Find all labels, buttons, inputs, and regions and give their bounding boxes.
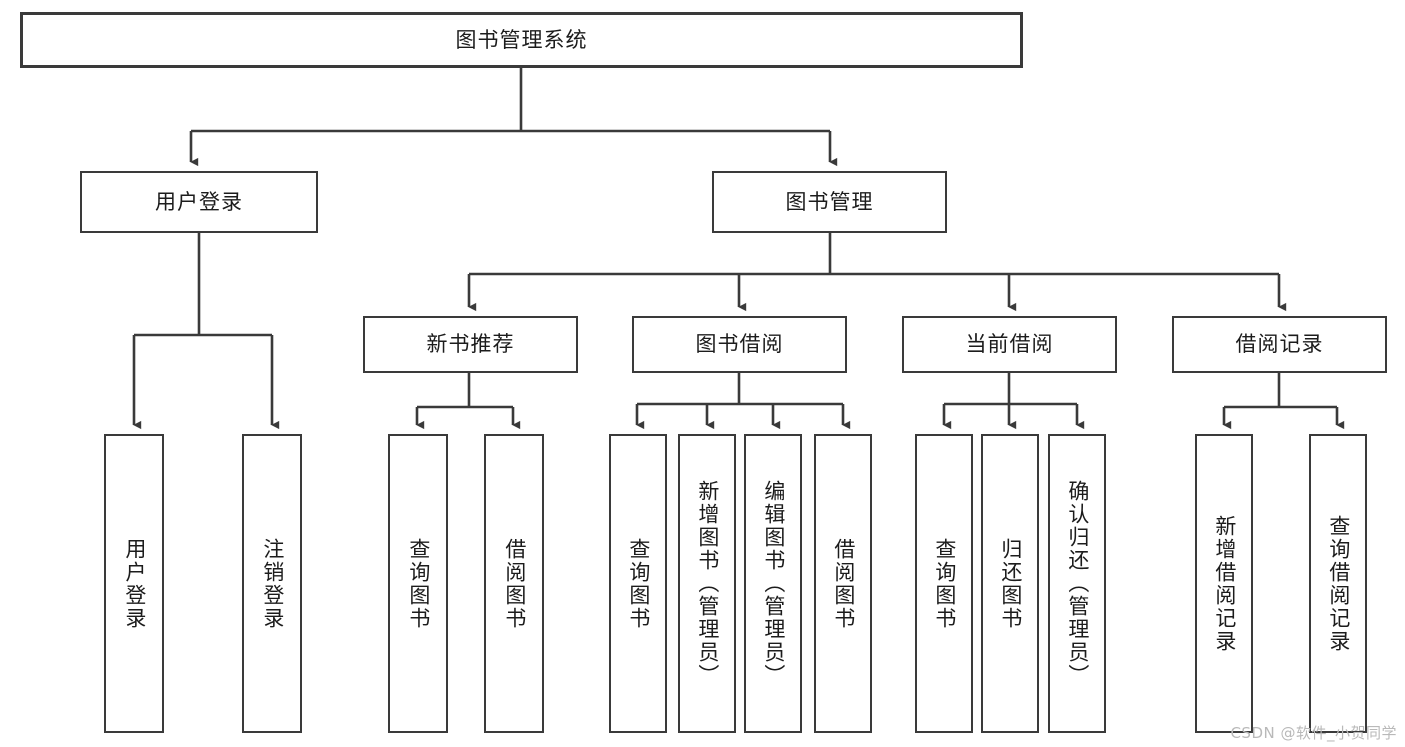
node-label: 当前借阅 [965, 332, 1054, 357]
node-label: 新书推荐 [426, 332, 515, 357]
node-borrow-records[interactable]: 借阅记录 [1172, 316, 1387, 373]
node-label: 归还图书 [998, 537, 1023, 630]
node-label: 图书管理系统 [455, 27, 588, 52]
node-label: 查询图书 [406, 537, 431, 630]
leaf-confirm-return-admin[interactable]: 确认归还（管理员） [1048, 434, 1106, 733]
leaf-edit-book-admin[interactable]: 编辑图书（管理员） [744, 434, 802, 733]
node-user-login[interactable]: 用户登录 [80, 171, 318, 233]
node-label: 查询图书 [932, 537, 957, 630]
node-label: 用户登录 [122, 537, 147, 630]
csdn-watermark: CSDN @软件_小贺同学 [1230, 724, 1397, 742]
node-book-borrow[interactable]: 图书借阅 [632, 316, 847, 373]
node-label: 借阅图书 [831, 537, 856, 630]
node-label: 用户登录 [155, 189, 243, 214]
leaf-query-book-current[interactable]: 查询图书 [915, 434, 973, 733]
node-current-borrow[interactable]: 当前借阅 [902, 316, 1117, 373]
node-label: 新增图书（管理员） [695, 480, 720, 687]
leaf-logout[interactable]: 注销登录 [242, 434, 302, 733]
node-label: 图书借阅 [695, 332, 784, 357]
leaf-user-login[interactable]: 用户登录 [104, 434, 164, 733]
node-label: 注销登录 [260, 537, 285, 630]
node-label: 确认归还（管理员） [1065, 480, 1090, 687]
leaf-borrow-book-recommend[interactable]: 借阅图书 [484, 434, 544, 733]
leaf-query-book-borrow[interactable]: 查询图书 [609, 434, 667, 733]
node-label: 查询借阅记录 [1326, 514, 1351, 653]
leaf-query-book-recommend[interactable]: 查询图书 [388, 434, 448, 733]
node-label: 借阅图书 [502, 537, 527, 630]
node-root-book-management-system[interactable]: 图书管理系统 [20, 12, 1023, 68]
leaf-add-borrow-record[interactable]: 新增借阅记录 [1195, 434, 1253, 733]
leaf-return-book[interactable]: 归还图书 [981, 434, 1039, 733]
node-book-management[interactable]: 图书管理 [712, 171, 947, 233]
node-label: 查询图书 [626, 537, 651, 630]
leaf-add-book-admin[interactable]: 新增图书（管理员） [678, 434, 736, 733]
node-label: 图书管理 [785, 189, 874, 214]
leaf-borrow-book[interactable]: 借阅图书 [814, 434, 872, 733]
node-label: 新增借阅记录 [1212, 514, 1237, 653]
node-label: 借阅记录 [1235, 332, 1324, 357]
node-new-book-recommendation[interactable]: 新书推荐 [363, 316, 578, 373]
leaf-query-borrow-record[interactable]: 查询借阅记录 [1309, 434, 1367, 733]
node-label: 编辑图书（管理员） [761, 480, 786, 687]
